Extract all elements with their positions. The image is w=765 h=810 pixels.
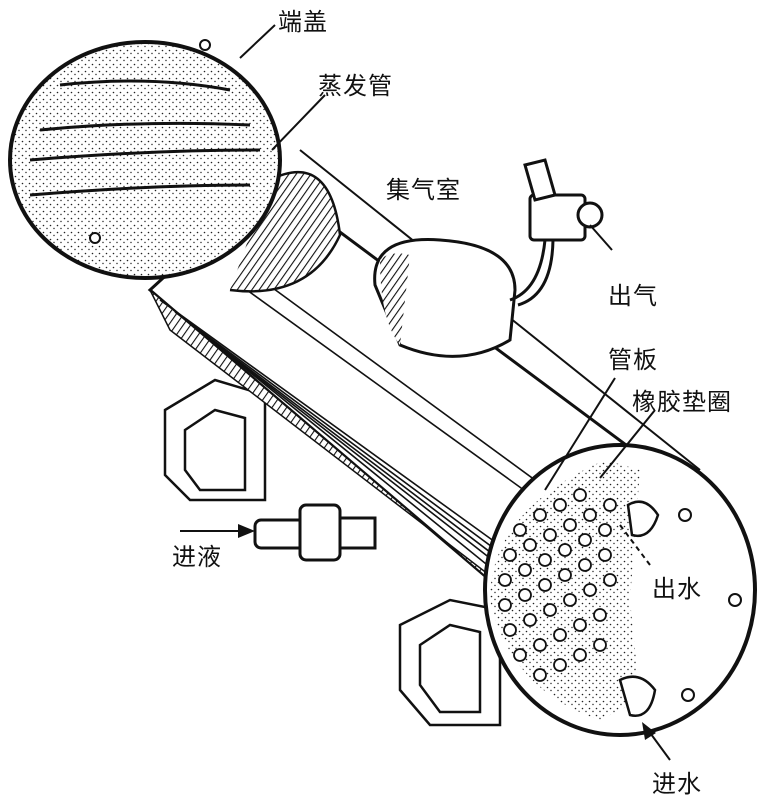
- end-cover: [8, 39, 282, 280]
- support-saddle-right: [398, 598, 502, 727]
- gas-chamber: [373, 238, 517, 358]
- label-tube-sheet: 管板: [608, 346, 658, 374]
- label-liquid-in: 进液: [172, 543, 222, 571]
- support-saddle-left: [163, 378, 267, 502]
- arrow-water-in: [642, 722, 671, 761]
- label-gas-chamber: 集气室: [386, 176, 461, 204]
- tube-sheet: [483, 443, 757, 737]
- label-evaporator-tube: 蒸发管: [318, 72, 393, 100]
- label-rubber-gasket: 橡胶垫圈: [632, 388, 732, 416]
- arrow-liquid-in: [180, 524, 255, 538]
- liquid-inlet-fitting: [253, 503, 377, 562]
- label-water-out: 出水: [652, 575, 702, 603]
- leader-lines: [239, 24, 656, 566]
- label-gas-outlet: 出气: [608, 282, 658, 310]
- label-water-in: 进水: [652, 770, 702, 798]
- gas-outlet-valve: [509, 158, 604, 307]
- label-end-cover: 端盖: [278, 8, 328, 36]
